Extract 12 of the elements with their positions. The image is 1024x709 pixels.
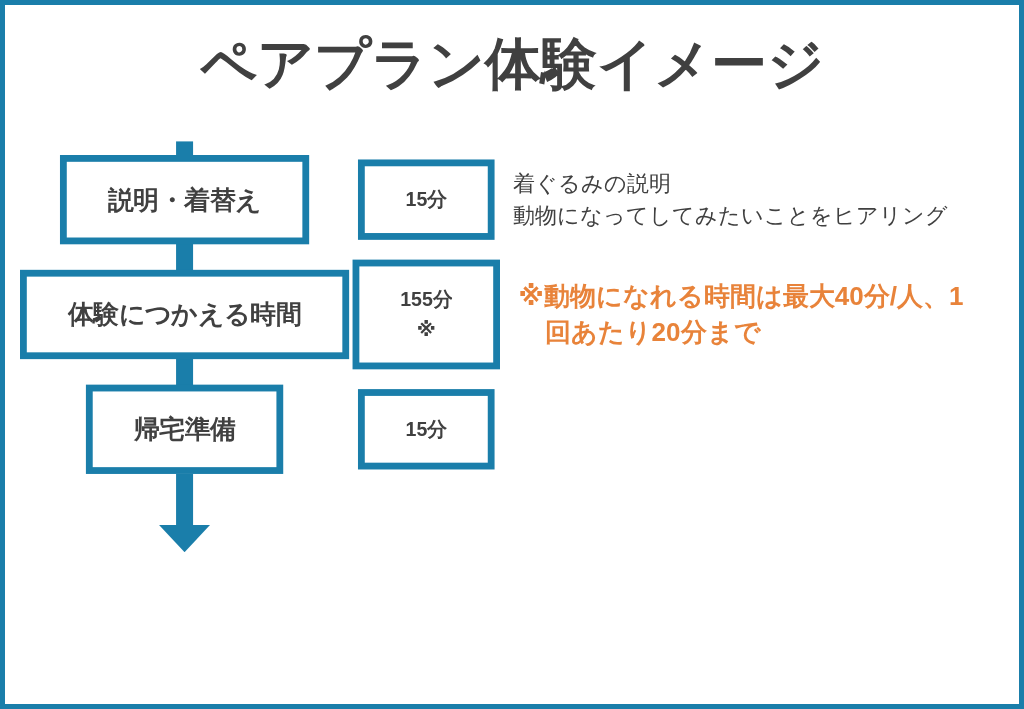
process-box: 帰宅準備 <box>85 384 284 474</box>
arrow <box>159 473 211 553</box>
note-text: 着ぐるみの説明 <box>513 169 672 198</box>
note-text: 動物になってしてみたいことをヒアリング <box>513 201 949 230</box>
process-box: 体験につかえる時間 <box>20 269 350 360</box>
duration-box: 15分 <box>358 159 495 240</box>
connector-line <box>176 141 194 155</box>
duration-box: 155分 ※ <box>352 259 500 370</box>
process-box: 説明・着替え <box>60 155 310 245</box>
duration-box: 15分 <box>358 389 495 470</box>
note-text: ※動物になれる時間は最大40分/人、1回あたり20分まで <box>518 280 965 349</box>
diagram-title: ペアプラン体験イメージ <box>200 31 824 97</box>
